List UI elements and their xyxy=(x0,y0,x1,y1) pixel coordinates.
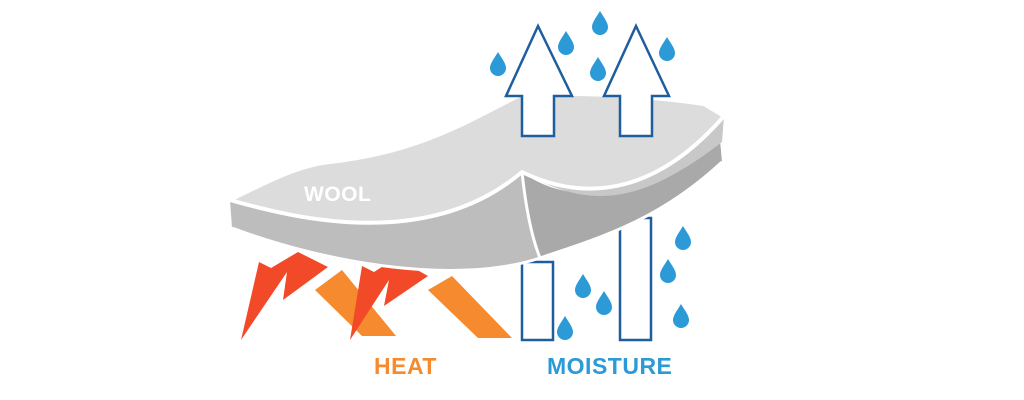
water-drop-icon xyxy=(660,259,676,283)
heat-arrow-icon xyxy=(428,276,512,338)
heat-arrow-icon xyxy=(315,270,396,336)
wool-fabric-layer-icon xyxy=(228,92,726,272)
water-drop-icon xyxy=(592,11,608,35)
water-drop-icon xyxy=(596,291,612,315)
water-drop-icon xyxy=(590,57,606,81)
water-drop-icon xyxy=(673,304,689,328)
heat-arrows xyxy=(241,252,512,340)
heat-arrow-icon xyxy=(350,258,428,340)
heat-label: HEAT xyxy=(374,353,437,379)
water-drop-icon xyxy=(659,37,675,61)
moisture-columns xyxy=(520,216,653,342)
heat-arrow-icon xyxy=(241,252,328,340)
moisture-column-icon xyxy=(618,216,653,342)
moisture-out-arrows xyxy=(504,23,671,138)
water-drop-icon xyxy=(557,316,573,340)
water-drop-icon xyxy=(575,274,591,298)
moisture-column-icon xyxy=(520,260,555,342)
water-drop-icon xyxy=(558,31,574,55)
water-drop-icon xyxy=(490,52,506,76)
water-drop-icon xyxy=(675,226,691,250)
moisture-label: MOISTURE xyxy=(547,353,672,379)
wool-label: WOOL xyxy=(304,183,371,206)
moisture-up-arrow-icon xyxy=(602,23,671,138)
moisture-up-arrow-icon xyxy=(504,23,574,138)
